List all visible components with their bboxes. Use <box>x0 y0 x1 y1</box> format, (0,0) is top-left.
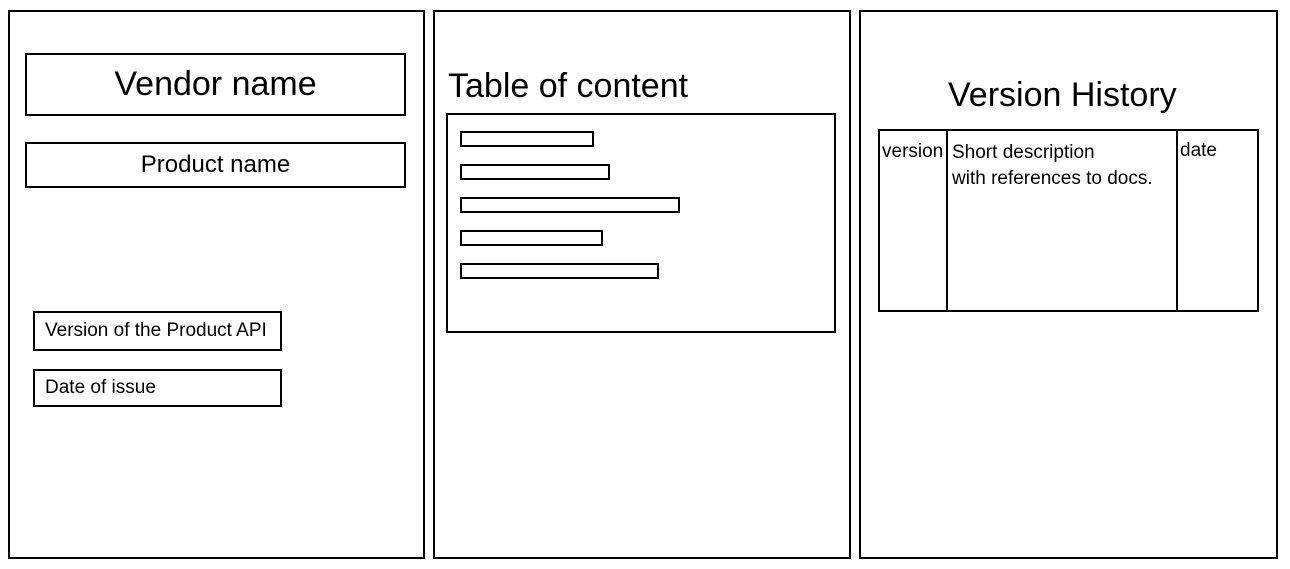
history-page <box>859 10 1278 559</box>
product-name-box: Product name <box>25 142 406 188</box>
issue-date-box: Date of issue <box>33 369 282 407</box>
toc-entry <box>460 131 594 147</box>
description-line-2: with references to docs. <box>952 168 1153 189</box>
toc-page <box>433 10 851 559</box>
version-history-table: version Short description with reference… <box>878 129 1259 312</box>
vendor-name-box: Vendor name <box>25 53 406 116</box>
cover-page <box>8 10 425 559</box>
product-name: Product name <box>140 151 291 178</box>
toc-box <box>446 113 836 333</box>
vendor-name: Vendor name <box>114 65 317 103</box>
column-divider <box>946 131 948 310</box>
api-version-box: Version of the Product API <box>33 311 282 351</box>
history-title: Version History <box>948 76 1177 114</box>
toc-entry <box>460 197 680 213</box>
toc-entry <box>460 230 603 246</box>
date-column-header: date <box>1180 140 1217 161</box>
column-divider <box>1176 131 1178 310</box>
toc-entry <box>460 263 659 279</box>
toc-title: Table of content <box>448 67 689 105</box>
toc-entry <box>460 164 610 180</box>
api-version: Version of the Product API <box>45 320 267 341</box>
description-line-1: Short description <box>952 142 1095 163</box>
version-column-header: version <box>882 141 944 162</box>
issue-date: Date of issue <box>45 377 156 398</box>
